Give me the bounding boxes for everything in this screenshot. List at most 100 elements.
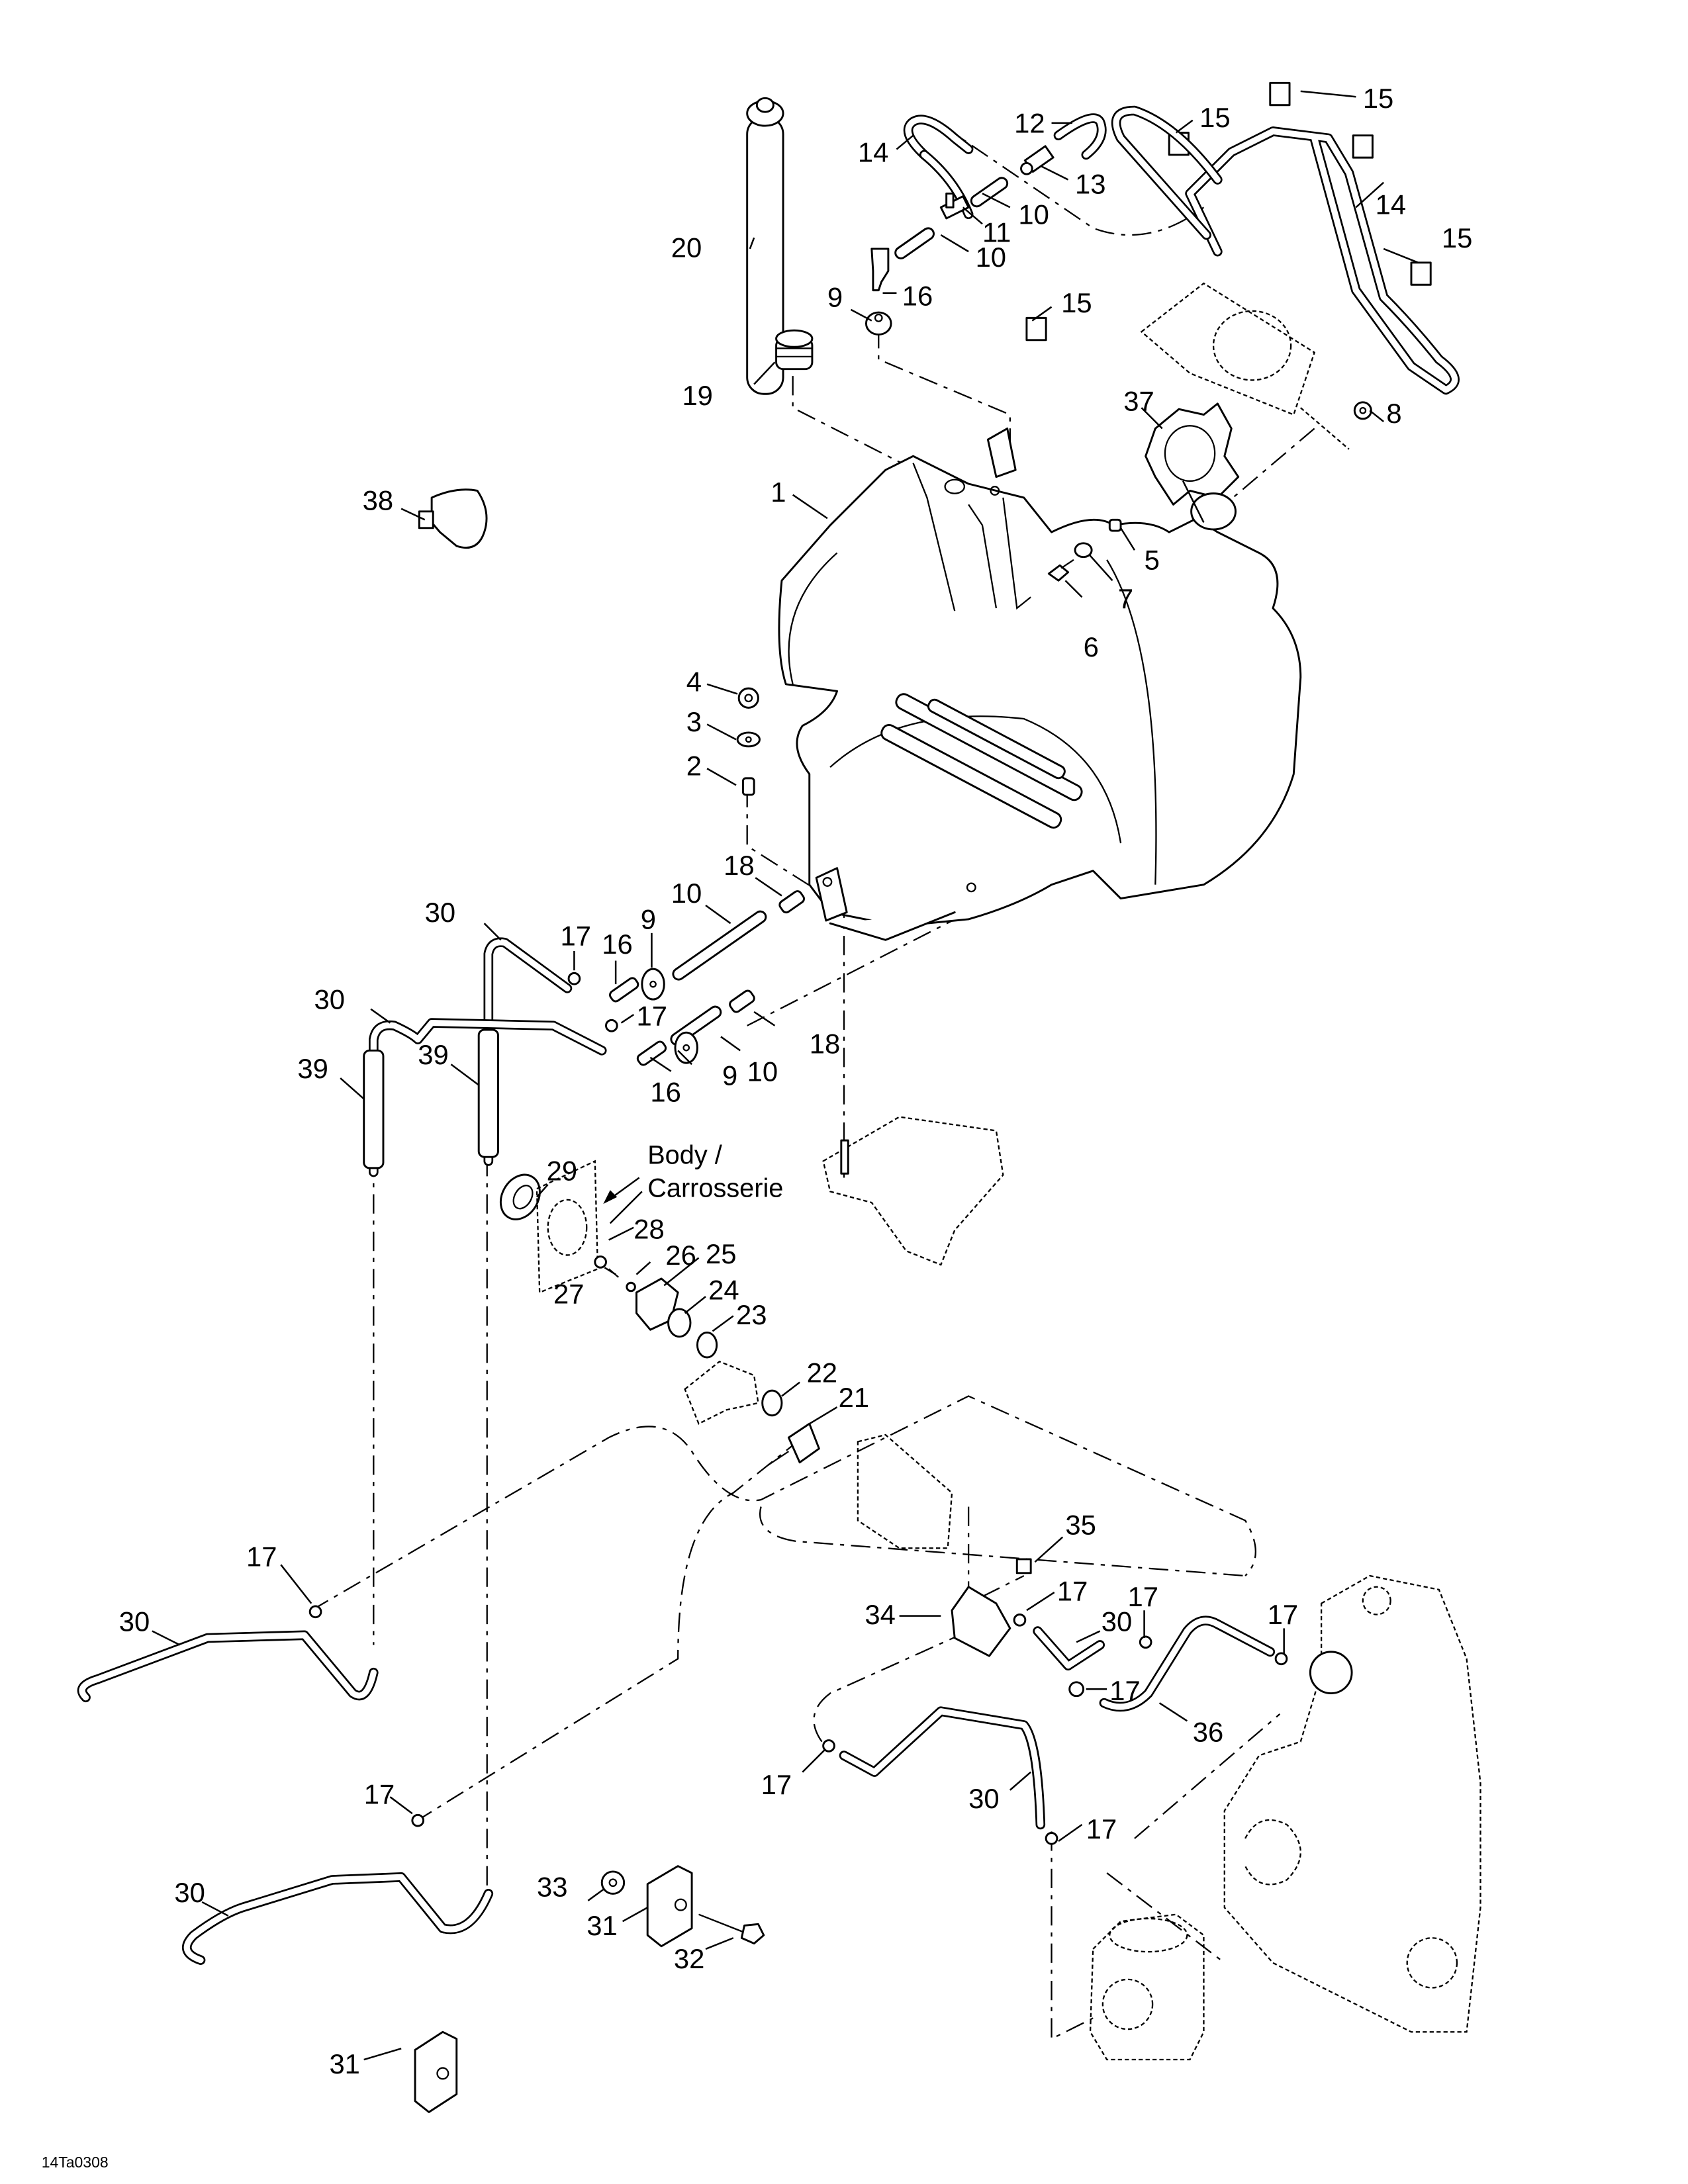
callout-15-d: 15 — [1061, 287, 1092, 318]
part-17-clamp-pump-3[interactable] — [1068, 1681, 1085, 1698]
callout-29: 29 — [547, 1156, 577, 1187]
part-39-sleeve-right[interactable] — [477, 1028, 499, 1158]
part-39-sleeve-left[interactable] — [363, 1049, 385, 1169]
part-30-hose-left-2[interactable] — [182, 1872, 494, 1965]
callout-16-top: 16 — [902, 281, 933, 312]
callout-21: 21 — [839, 1382, 869, 1413]
part-5-spacer[interactable] — [1108, 518, 1122, 532]
part-16-elbow-fitting[interactable] — [870, 248, 890, 292]
reference-code: 14Ta0308 — [42, 2154, 109, 2171]
part-10-hose-mid[interactable] — [893, 226, 935, 261]
callout-8: 8 — [1386, 398, 1401, 429]
arrow-icon — [603, 1190, 618, 1205]
part-36-hose-engine[interactable] — [1099, 1615, 1276, 1712]
callout-20: 20 — [671, 232, 702, 263]
callout-9-mid-2: 9 — [722, 1060, 737, 1091]
part-10-hose-lower-1[interactable] — [671, 909, 769, 982]
part-16-fitting-mid-1[interactable] — [608, 976, 639, 1003]
part-32-bolt[interactable] — [698, 1913, 765, 1945]
part-17-clamp-pump-1[interactable] — [1013, 1614, 1027, 1627]
part-35-screw[interactable] — [1015, 1558, 1032, 1574]
callout-18-upper: 18 — [724, 850, 754, 881]
part-31-clip-upper[interactable] — [646, 1865, 693, 1948]
part-30-hose-upper[interactable] — [483, 937, 573, 1166]
callout-7: 7 — [1118, 583, 1133, 614]
part-34-fuel-pump[interactable] — [951, 1586, 1011, 1657]
pump-bracket-ghost — [857, 1433, 953, 1549]
part-8-nut[interactable] — [1353, 401, 1372, 420]
part-14-vent-hose-long[interactable] — [1111, 105, 1460, 395]
callout-10-mid: 10 — [976, 242, 1006, 273]
callout-27: 27 — [553, 1279, 584, 1310]
part-17-clamp-mid-1[interactable] — [567, 972, 581, 985]
part-21-shutoff-valve[interactable] — [767, 1422, 820, 1466]
callout-15-c: 15 — [1442, 222, 1472, 253]
part-17-clamp-left-2[interactable] — [411, 1813, 425, 1827]
callout-17-mid-1: 17 — [561, 921, 591, 952]
callout-17-left-2: 17 — [364, 1779, 395, 1810]
callout-31-lower: 31 — [329, 2048, 359, 2079]
part-29-grommet[interactable] — [493, 1167, 548, 1226]
part-23-washer[interactable] — [696, 1331, 718, 1359]
callout-30-bottom: 30 — [968, 1783, 999, 1814]
part-7-washer[interactable] — [1074, 542, 1093, 559]
part-2-stud[interactable] — [741, 777, 755, 796]
callout-26: 26 — [665, 1240, 696, 1271]
callout-15-b: 15 — [1363, 83, 1393, 114]
part-16-fitting-mid-2[interactable] — [636, 1040, 667, 1066]
part-9-grommet[interactable] — [865, 311, 892, 336]
part-20-filler-tube[interactable] — [746, 97, 784, 395]
part-30-hose-pump[interactable] — [1033, 1626, 1105, 1671]
callout-3: 3 — [686, 706, 702, 737]
callout-38: 38 — [363, 485, 393, 516]
part-17-clamp-mid-2[interactable] — [605, 1019, 618, 1032]
part-37-fuel-cap[interactable] — [1145, 402, 1240, 506]
part-4-nut[interactable] — [737, 687, 759, 709]
part-1-fuel-tank[interactable] — [778, 428, 1302, 941]
part-15-clip[interactable] — [1025, 81, 1432, 341]
part-9-grommet-mid-1[interactable] — [641, 968, 665, 1001]
part-19-grommet[interactable] — [775, 329, 814, 371]
part-6-bolt[interactable] — [1047, 559, 1074, 582]
part-10-hose-upper[interactable] — [969, 176, 1009, 209]
callout-4: 4 — [686, 666, 702, 697]
part-17-clamp-left-1[interactable] — [308, 1605, 322, 1619]
part-17-clamp-engine[interactable] — [1274, 1652, 1288, 1666]
part-33-grommet[interactable] — [600, 1870, 626, 1895]
callout-15-a: 15 — [1199, 102, 1230, 133]
part-12-hose[interactable] — [1053, 113, 1107, 160]
part-22-washer[interactable] — [761, 1389, 783, 1417]
part-18-fitting-lower[interactable] — [728, 989, 756, 1014]
callout-31-upper: 31 — [586, 1910, 617, 1941]
part-9-grommet-mid-2[interactable] — [674, 1031, 698, 1064]
part-11-tee-fitting[interactable] — [939, 192, 970, 220]
callout-16-mid-1: 16 — [602, 929, 632, 960]
body-note: Body / Carrosserie — [603, 1141, 783, 1205]
callout-1: 1 — [771, 477, 786, 508]
part-13-check-valve[interactable] — [1020, 145, 1055, 175]
part-26-washer[interactable] — [626, 1281, 636, 1293]
part-31-clip-lower[interactable] — [414, 2030, 458, 2113]
part-30-hose-left-1[interactable] — [77, 1630, 379, 1703]
part-38-clamp[interactable] — [418, 488, 488, 549]
part-30-hose-lower[interactable] — [369, 1018, 607, 1177]
callout-9-mid-1: 9 — [641, 904, 656, 935]
part-30-hose-bottom[interactable] — [839, 1706, 1046, 1830]
callout-30-pump: 30 — [1102, 1606, 1132, 1637]
callout-16-mid-2: 16 — [650, 1077, 680, 1108]
callout-25: 25 — [706, 1238, 736, 1269]
callout-22: 22 — [807, 1357, 837, 1388]
part-17-clamp-pump-2[interactable] — [1139, 1635, 1152, 1649]
part-17-clamp-lower-1[interactable] — [822, 1739, 835, 1752]
callout-39-left: 39 — [297, 1053, 328, 1084]
part-24-washer[interactable] — [667, 1308, 692, 1338]
part-3-washer[interactable] — [736, 731, 761, 748]
part-28-washer[interactable] — [594, 1255, 607, 1269]
vent-bracket-ghost — [1140, 282, 1350, 450]
callout-labels: 1 2 3 4 5 6 7 8 9 9 9 10 10 10 10 11 12 … — [119, 83, 1473, 2079]
part-18-fitting-upper[interactable] — [778, 889, 806, 914]
callout-39-right: 39 — [418, 1039, 448, 1070]
assembly-lines — [310, 124, 1315, 2040]
part-17-clamp-lower-2[interactable] — [1045, 1832, 1058, 1845]
